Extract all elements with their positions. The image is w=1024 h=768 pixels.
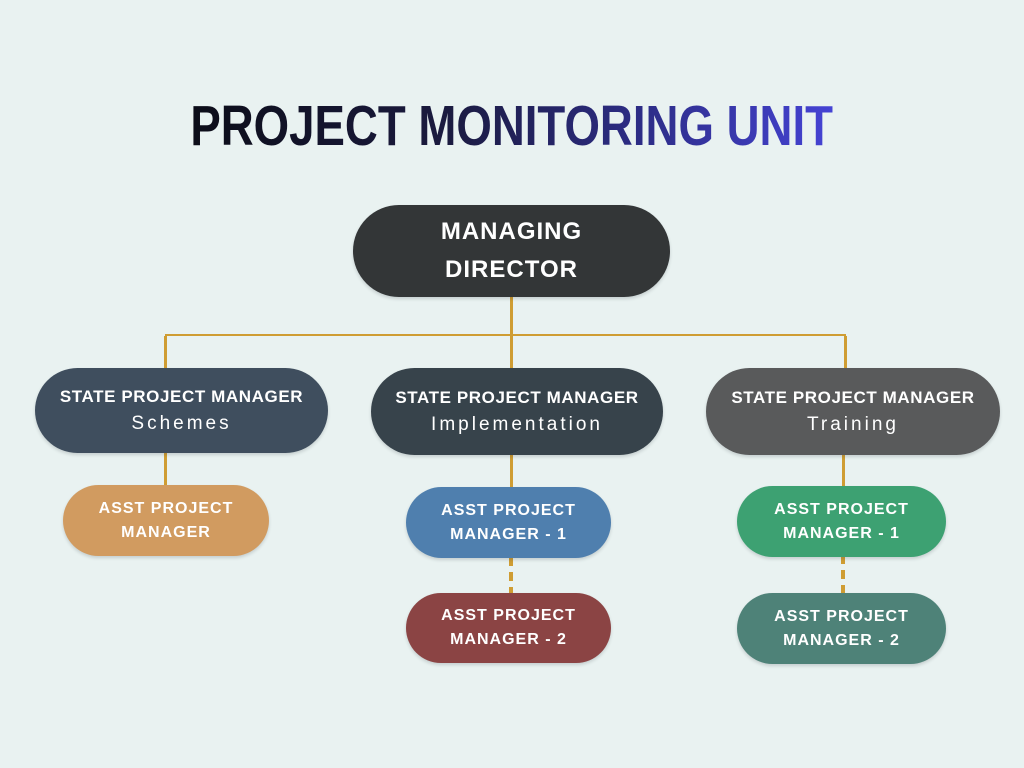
node-label-line: MANAGER - 2 [450,631,567,648]
connector-dashed-right [841,555,845,595]
page-title-text: PROJECT MONITORING UNIT [190,94,834,158]
connector-drop-center [510,336,513,370]
node-label-line: MANAGER - 1 [783,524,900,542]
node-dept-label: Implementation [431,414,603,435]
node-spm-training: STATE PROJECT MANAGER Training [706,368,1000,455]
node-role-label: STATE PROJECT MANAGER [59,387,304,406]
node-label-line: ASST PROJECT [441,501,576,519]
node-apm-training-1: ASST PROJECT MANAGER - 1 [737,486,946,557]
node-label-line: ASST PROJECT [774,500,909,518]
node-label-line: ASST PROJECT [441,607,576,624]
node-label-line: ASST PROJECT [774,607,909,625]
connector-child-left [164,450,167,488]
node-dept-label: Training [807,414,899,435]
node-label-line: DIRECTOR [445,256,578,283]
node-label-line: MANAGER - 2 [783,631,900,649]
connector-horizontal [165,334,846,336]
node-label-line: MANAGER [121,523,211,541]
node-spm-implementation: STATE PROJECT MANAGER Implementation [371,368,663,455]
node-spm-schemes: STATE PROJECT MANAGER Schemes [35,368,328,453]
connector-drop-right [844,336,847,370]
node-label-line: MANAGING [440,218,583,245]
node-managing-director: MANAGING DIRECTOR [353,205,670,297]
node-apm-implementation-2: ASST PROJECT MANAGER - 2 [406,593,611,663]
node-apm-training-2: ASST PROJECT MANAGER - 2 [737,593,946,664]
connector-root-down [510,296,513,336]
connector-child-center [510,452,513,489]
node-role-label: STATE PROJECT MANAGER [395,388,639,407]
connector-dashed-center [509,557,513,595]
page-title: PROJECT MONITORING UNIT [0,96,1024,156]
node-dept-label: Schemes [131,413,232,434]
node-label-line: MANAGER - 1 [450,525,567,543]
connector-child-right [842,452,845,488]
connector-drop-left [164,336,167,370]
node-label-line: ASST PROJECT [98,499,234,517]
node-role-label: STATE PROJECT MANAGER [731,388,975,407]
node-apm-schemes: ASST PROJECT MANAGER [63,485,269,556]
node-apm-implementation-1: ASST PROJECT MANAGER - 1 [406,487,611,558]
